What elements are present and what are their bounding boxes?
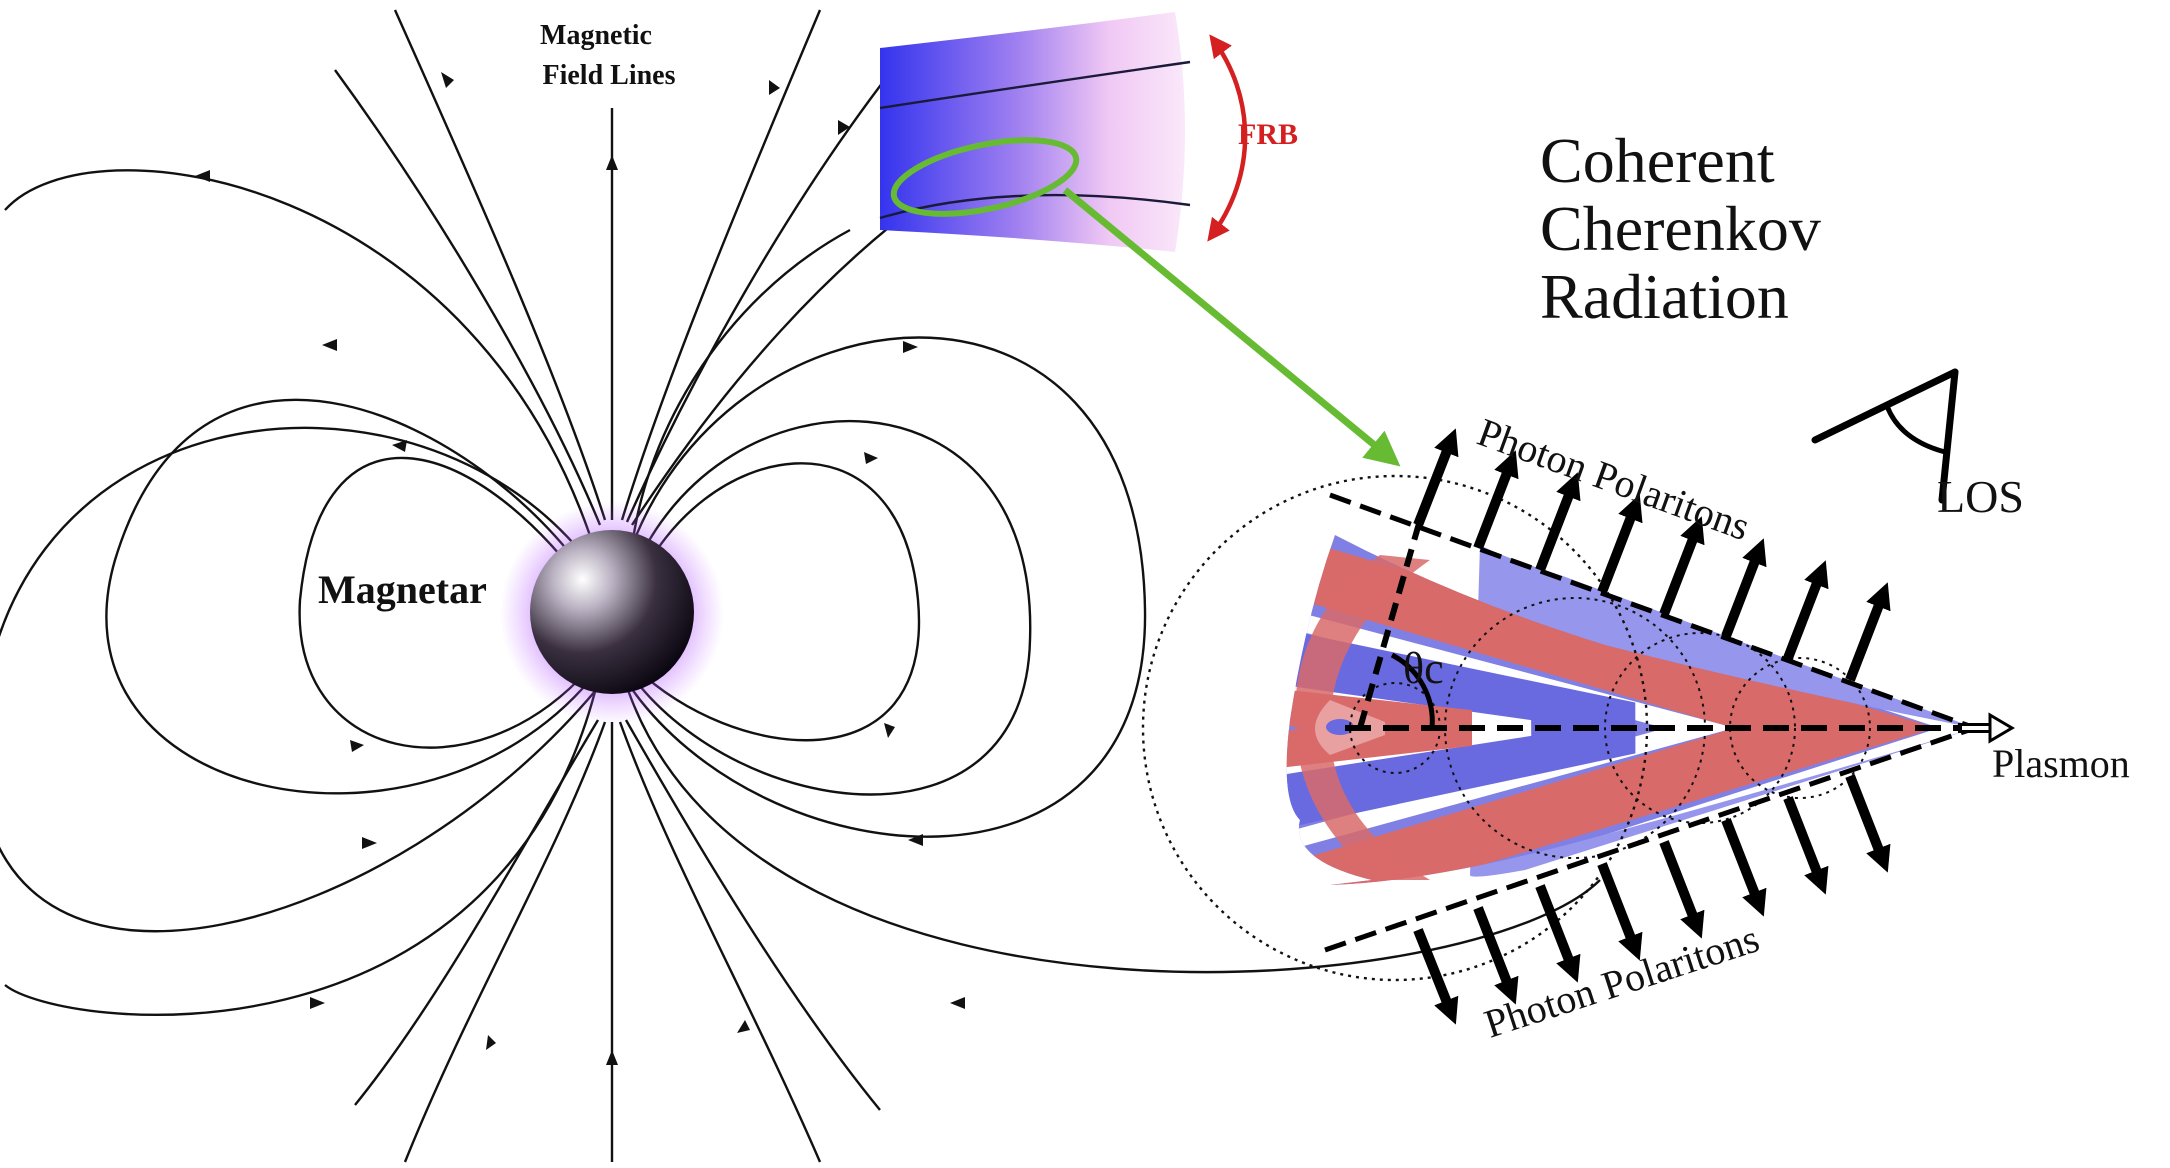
plasmon-arrow [1958,712,2015,744]
magnetic-field-lines [0,9,1601,1163]
photon-polaritons-top-label: Photon Polaritons [1472,409,1756,549]
theta-c-label: θc [1403,644,1444,693]
magnetar-label: Magnetar [318,567,487,612]
field-lines-label-line1: Magnetic [540,20,652,51]
cherenkov-cone-detail [1141,474,1976,982]
field-lines-label-line2: Field Lines [542,60,675,91]
photon-polariton-arrows-bottom [1413,774,1891,1025]
frb-label: FRB [1238,118,1298,151]
zoom-region-ellipse [890,137,1080,217]
photon-polaritons-bottom-label: Photon Polaritons [1479,916,1765,1047]
photon-polariton-arrows-top [1413,428,1891,682]
frb-double-arrow [1207,34,1248,242]
zoom-connector-arrow [1062,187,1401,467]
plasmon-label: Plasmon [1992,741,2130,786]
los-label: LOS [1937,471,2024,522]
magnetar-star [500,501,724,725]
title-line1: Coherent [1540,125,1775,196]
frb-emission-sheet [879,12,1191,252]
line-of-sight-eye-icon [1811,368,1959,504]
title-line2: Cherenkov [1540,193,1821,264]
title-line3: Radiation [1540,261,1789,332]
